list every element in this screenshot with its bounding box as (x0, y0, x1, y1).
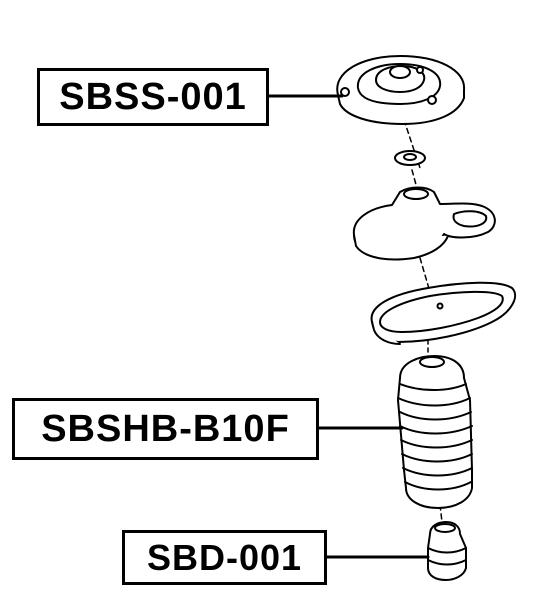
part-label-strut-mount: SBSS-001 (37, 68, 269, 126)
part-label-dust-boot: SBSHB-B10F (12, 398, 319, 460)
spring-pad-part (370, 281, 517, 345)
center-axis (403, 119, 421, 169)
strut-mount-part (336, 55, 466, 125)
washer-part (394, 150, 426, 166)
spring-seat-part (352, 186, 496, 261)
part-label-bump-stop: SBD-001 (122, 530, 327, 585)
dust-boot-part (397, 355, 473, 509)
bump-stop-part (427, 521, 467, 581)
center-axis (419, 257, 431, 293)
